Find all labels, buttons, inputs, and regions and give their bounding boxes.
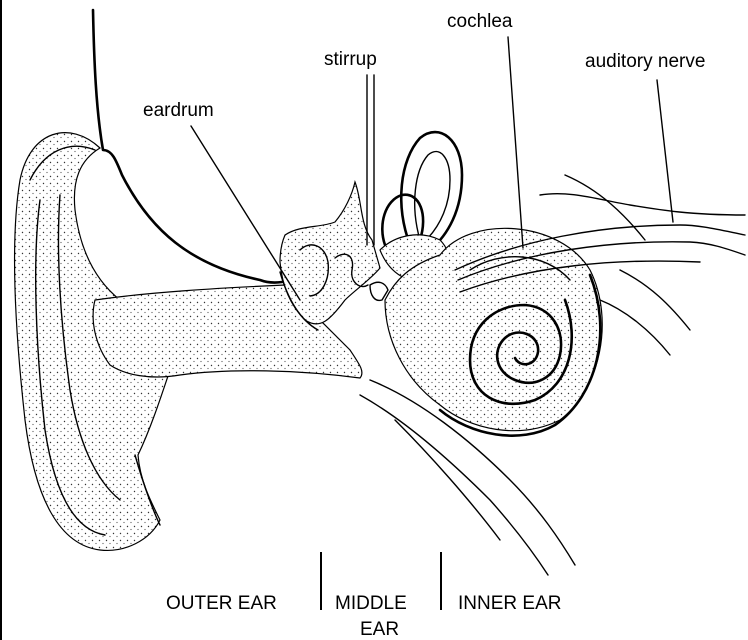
cochlea-leader-line <box>508 37 523 248</box>
auditory-nerve-leader-line <box>657 80 673 222</box>
auditory-nerve-label: auditory nerve <box>585 51 705 72</box>
middle-ear-section-label-line1: MIDDLE <box>335 593 407 614</box>
eardrum-leader-line <box>191 126 300 300</box>
stirrup-label: stirrup <box>324 49 377 70</box>
cochlea-label: cochlea <box>447 11 513 32</box>
head-outline <box>93 10 282 283</box>
outer-ear-section-label: OUTER EAR <box>166 593 277 614</box>
inner-ear-section-label: INNER EAR <box>458 593 561 614</box>
eardrum-label: eardrum <box>143 100 214 121</box>
middle-ear-section-label-line2: EAR <box>360 619 399 640</box>
middle-ear-ossicles <box>280 182 388 324</box>
